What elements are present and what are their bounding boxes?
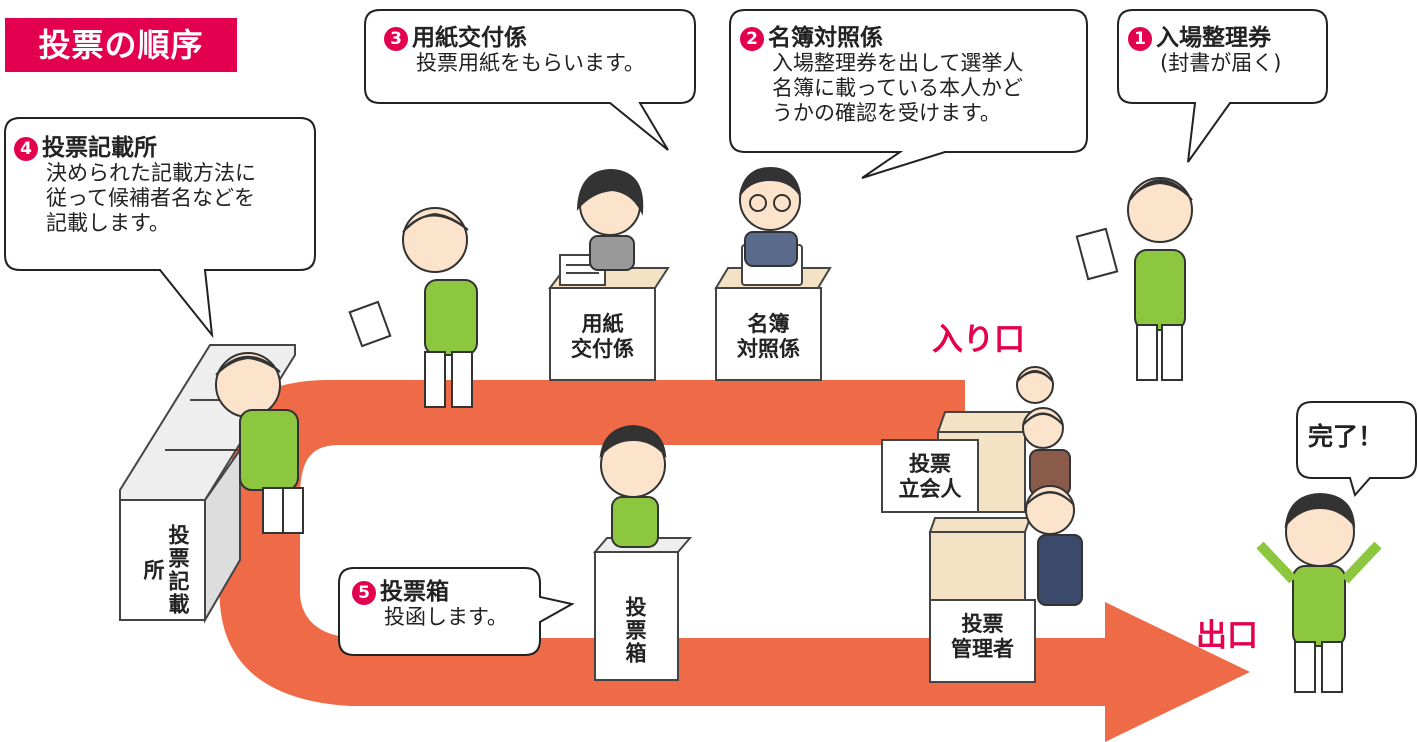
step-4-body-line-1: 決められた記載方法に	[46, 161, 256, 185]
step-5-number: 5	[352, 580, 376, 605]
step-2-body-line-2: 名簿に載っている本人かど	[772, 76, 1023, 100]
step-2-number: 2	[740, 26, 764, 51]
step-4-number: 4	[14, 136, 38, 161]
step-5-title: 投票箱	[380, 579, 449, 605]
step-4-title: 投票記載所	[42, 135, 157, 161]
step-1-title: 入場整理券	[1156, 25, 1271, 51]
desk-roster-label-line-1: 名簿	[747, 312, 790, 336]
witness-label-line-1: 投票	[909, 452, 951, 476]
desk-paper-label: 用紙 交付係	[550, 312, 655, 362]
step-4-body-line-2: 従って候補者名などを	[46, 186, 255, 210]
manager-label-line-1: 投票	[961, 612, 1004, 636]
desk-paper-label-line-1: 用紙	[581, 312, 624, 336]
step-2-title: 名簿対照係	[768, 25, 883, 51]
manager-label-line-2: 管理者	[951, 637, 1014, 661]
entrance-label: 入り口	[932, 322, 1025, 358]
ballot-box-label: 投票箱	[623, 595, 647, 665]
step-3-number: 3	[384, 26, 408, 51]
step-4-body-line-3: 記載します。	[46, 211, 170, 235]
ballot-box-shape	[592, 537, 693, 681]
flow-arrow	[219, 380, 1250, 742]
step-2-body-line-3: うかの確認を受けます。	[772, 101, 1001, 125]
step-1-number: 1	[1128, 26, 1152, 51]
witness-label: 投票 立会人	[882, 452, 978, 502]
bubble-shapes	[4, 9, 1417, 656]
desk-paper-label-line-2: 交付係	[571, 337, 634, 361]
desk-roster-label: 名簿 対照係	[716, 312, 821, 362]
manager-label: 投票 管理者	[930, 612, 1035, 662]
step-3-body: 投票用紙をもらいます。	[416, 51, 645, 75]
desks	[548, 267, 1036, 683]
done-label: 完了！	[1308, 422, 1384, 451]
step-1-body: (封書が届く)	[1160, 51, 1282, 75]
step-5-body: 投函します。	[384, 605, 508, 629]
exit-label: 出口	[1196, 618, 1258, 654]
people	[215, 166, 1382, 693]
desk-roster-label-line-2: 対照係	[737, 337, 800, 361]
witness-label-line-2: 立会人	[898, 477, 962, 501]
step-2-body-line-1: 入場整理券を出して選挙人	[772, 51, 1024, 75]
booth-label: 投票記載所	[141, 524, 190, 616]
page-title: 投票の順序	[5, 18, 237, 72]
step-3-title: 用紙交付係	[412, 25, 527, 51]
